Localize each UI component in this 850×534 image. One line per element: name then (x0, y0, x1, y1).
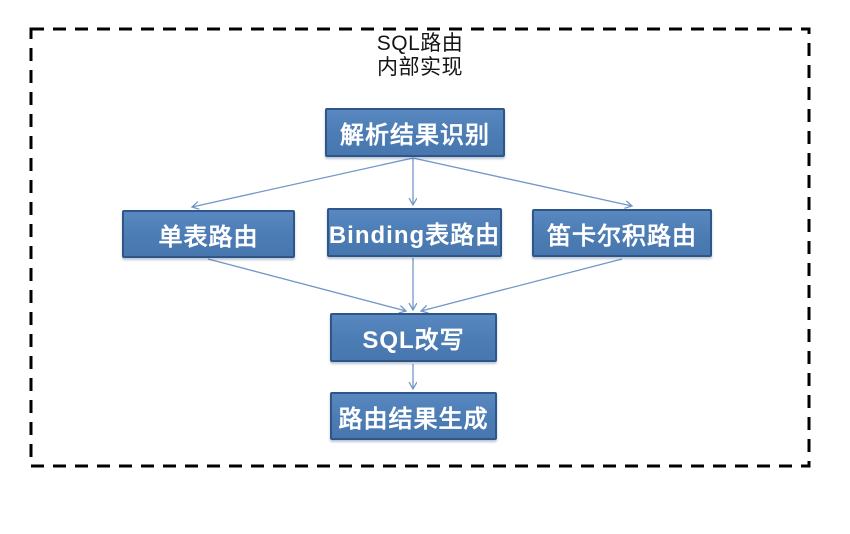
arrow-single-to-rewrite (207, 258, 406, 311)
node-parse-label: 解析结果识别 (340, 122, 490, 149)
node-sql-rewrite[interactable]: SQL改写 (330, 313, 497, 362)
node-rewrite-label: SQL改写 (362, 327, 465, 354)
arrow-cartesian-to-rewrite (421, 258, 623, 311)
node-cartesian-product-routing[interactable]: 笛卡尔积路由 (532, 209, 712, 257)
node-single-table-routing[interactable]: 单表路由 (122, 210, 295, 258)
node-cartesian-label: 笛卡尔积路由 (547, 222, 697, 250)
diagram-title-line2: 内部实现 (377, 56, 463, 79)
node-binding-table-routing[interactable]: Binding表路由 (327, 208, 502, 257)
arrow-parse-to-single (192, 157, 414, 207)
node-parse-result-recognition[interactable]: 解析结果识别 (325, 108, 505, 157)
node-binding-label: Binding表路由 (328, 222, 501, 249)
arrow-parse-to-cartesian (412, 157, 632, 206)
diagram-title-line1: SQL路由 (376, 32, 464, 55)
diagram-title: SQL路由 内部实现 (30, 32, 810, 80)
node-result-label: 路由结果生成 (338, 405, 489, 433)
node-routing-result-generation[interactable]: 路由结果生成 (330, 392, 497, 440)
node-single-label: 单表路由 (158, 223, 259, 251)
